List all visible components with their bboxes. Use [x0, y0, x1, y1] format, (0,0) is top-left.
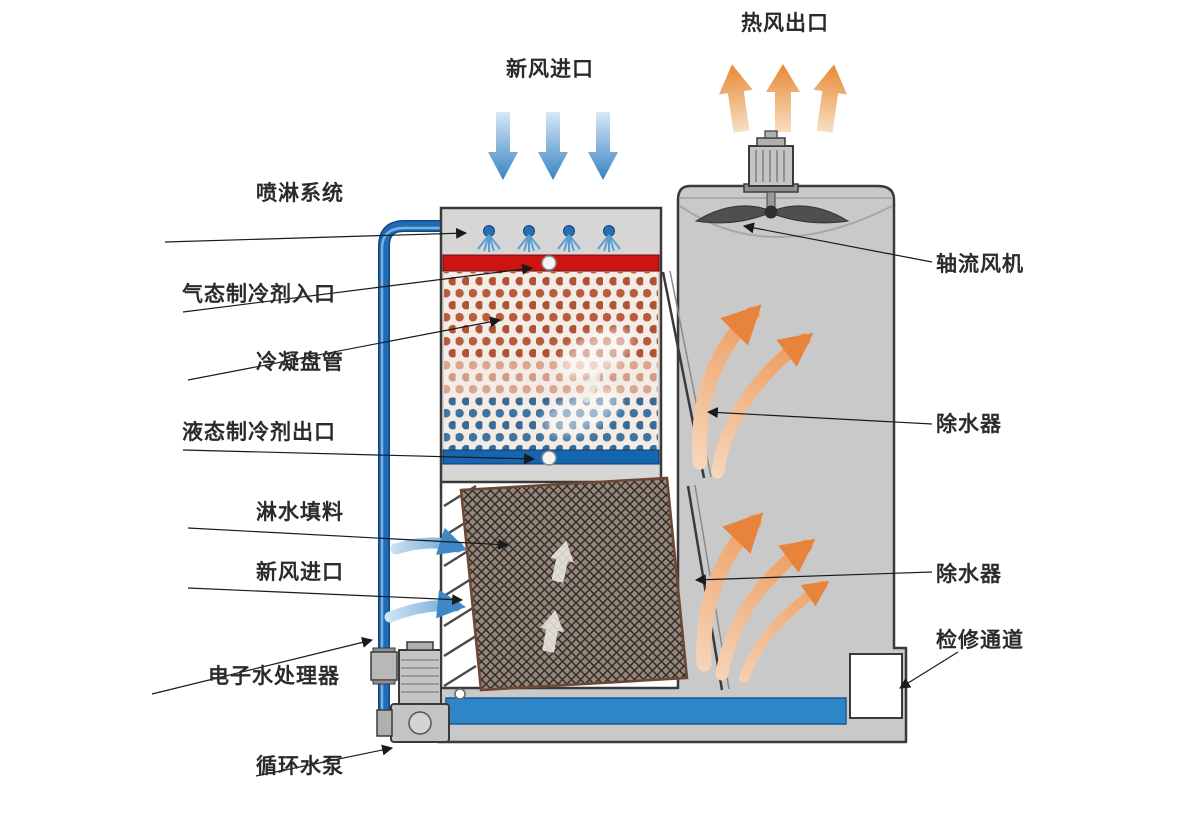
steam-swirl — [559, 328, 633, 380]
label-hot-air-outlet: 热风出口 — [741, 11, 829, 35]
riser-pipe — [378, 220, 452, 718]
label-fill-packing: 淋水填料 — [256, 500, 344, 524]
label-condenser-coil: 冷凝盘管 — [256, 350, 344, 374]
fill-packing-block — [459, 476, 689, 692]
label-fresh-air-inlet-top: 新风进口 — [506, 57, 594, 81]
leader-fresh-air-side — [187, 587, 464, 606]
pump-eye — [408, 711, 432, 735]
label-liquid-refrigerant-outlet: 液态制冷剂出口 — [182, 420, 336, 444]
pump-flange — [376, 709, 393, 737]
fresh-air-inlet-arrows-side — [384, 527, 468, 623]
axial-fan-assembly — [694, 130, 850, 224]
updraft-arrow-fill — [550, 540, 574, 583]
leader-water-treater — [151, 637, 374, 695]
gas-inlet-port — [541, 255, 557, 271]
service-access-channel — [849, 653, 903, 719]
hot-airflow-lower-arrows — [696, 512, 830, 683]
basin-water — [445, 697, 847, 725]
steam-swirl — [542, 388, 622, 436]
condenser-coil-box — [439, 206, 663, 484]
drain-port — [454, 688, 466, 700]
leader-eliminator-lower — [694, 571, 933, 586]
leader-liquid-outlet — [182, 449, 536, 465]
leader-condenser-coil — [187, 316, 502, 381]
label-electronic-water-treater: 电子水处理器 — [208, 665, 340, 688]
leader-service-access — [899, 651, 959, 689]
hot-air-outlet-arrows — [719, 64, 847, 133]
liquid-outlet-port — [541, 450, 557, 466]
fan-hub — [764, 205, 778, 219]
fan-motor-fins — [755, 150, 785, 182]
leader-gas-inlet — [182, 263, 534, 313]
circulating-pump — [376, 641, 450, 743]
fan-motor-cap — [756, 137, 786, 147]
electronic-water-treater — [370, 647, 398, 685]
label-drift-eliminator-upper: 除水器 — [936, 412, 1002, 436]
pump-motor-cap — [406, 641, 434, 651]
updraft-arrow-coil — [579, 372, 601, 404]
label-gas-refrigerant-inlet: 气态制冷剂入口 — [181, 282, 336, 306]
label-fresh-air-inlet-side: 新风进口 — [256, 560, 344, 584]
label-drift-eliminator-lower: 除水器 — [936, 562, 1002, 586]
leader-pump — [255, 744, 394, 777]
hot-airflow-upper-arrows — [691, 304, 814, 479]
leader-fill-packing — [187, 527, 510, 550]
updraft-arrow-fill — [540, 610, 564, 653]
label-circulating-water-pump: 循环水泵 — [256, 754, 344, 778]
label-axial-fan: 轴流风机 — [936, 252, 1024, 276]
coil-dots-mid — [444, 358, 658, 398]
leader-axial-fan — [742, 222, 933, 263]
spray-nozzles — [477, 225, 621, 252]
leader-eliminator-upper — [706, 407, 933, 425]
label-spray-system: 喷淋系统 — [256, 181, 344, 205]
leader-lines — [151, 222, 959, 777]
pump-motor — [398, 649, 442, 705]
pump-motor-fins — [401, 659, 439, 693]
leader-spray-system — [164, 227, 468, 243]
tower-body — [436, 184, 908, 744]
fresh-air-inlet-arrows-top — [488, 112, 618, 180]
fan-motor-nub — [764, 130, 778, 139]
label-service-access: 检修通道 — [936, 628, 1024, 652]
